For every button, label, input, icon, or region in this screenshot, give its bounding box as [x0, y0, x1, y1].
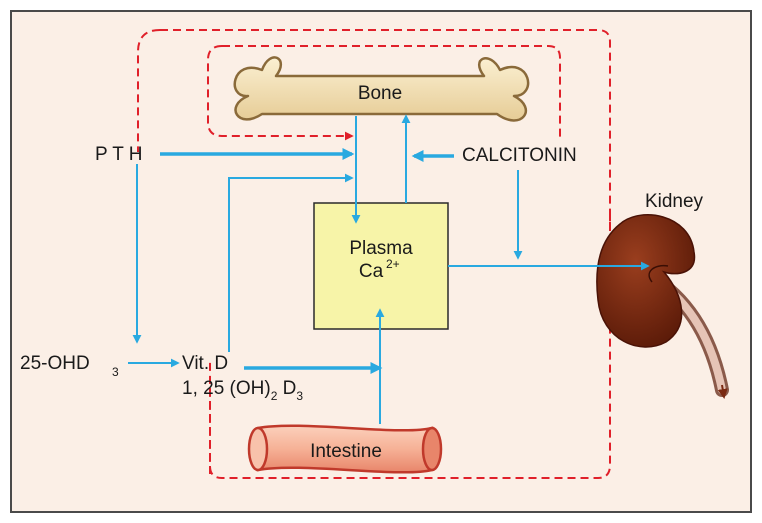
plasma-ca-charge: 2+	[386, 257, 400, 271]
intestine-label: Intestine	[310, 441, 382, 462]
calcitonin-label: CALCITONIN	[462, 145, 577, 166]
plasma-label: Plasma	[349, 238, 413, 259]
kidney-illustration	[597, 215, 724, 397]
kidney-label: Kidney	[645, 191, 704, 212]
vitd-formula: 1, 25 (OH)2 D3	[182, 378, 303, 403]
plasma-ca-label: Ca	[359, 261, 384, 282]
pth-label: P T H	[95, 144, 143, 165]
bone-label: Bone	[358, 83, 402, 104]
ohd-label: 25-OHD	[20, 353, 90, 374]
vitd-label: Vit. D	[182, 353, 228, 374]
ohd-subscript: 3	[112, 365, 119, 379]
outer-dashed-loop-left	[138, 30, 160, 152]
